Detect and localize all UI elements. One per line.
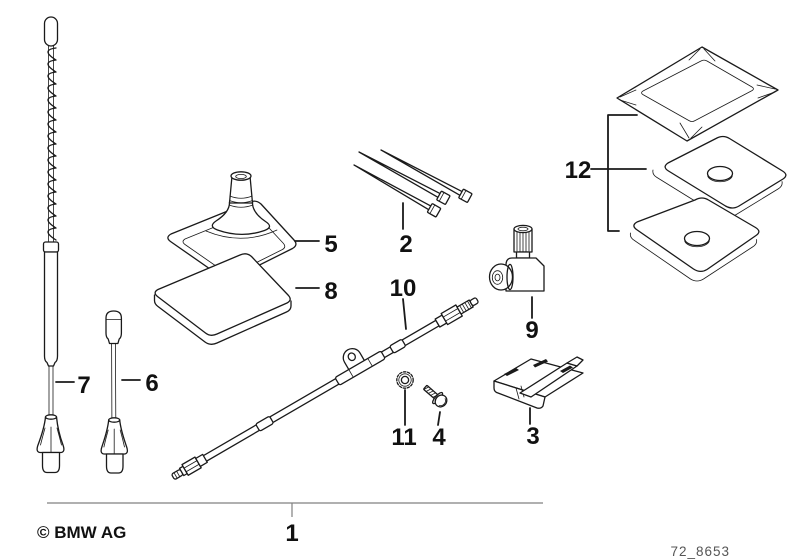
screw-head-line (438, 398, 446, 406)
cone-flutes (103, 428, 125, 455)
callout-9[interactable]: 9 (525, 317, 538, 344)
connector-neck (515, 251, 531, 259)
nut-top-inner (517, 226, 529, 232)
callout-2[interactable]: 2 (399, 231, 412, 258)
connector-body (505, 257, 545, 292)
tie-head (436, 190, 451, 205)
copyright-text: © BMW AG (37, 523, 126, 542)
barrel-band (506, 263, 514, 291)
lock-washer (396, 371, 414, 389)
mast-base-cylinder (41, 451, 61, 474)
connector-tip (469, 297, 479, 306)
callout-11[interactable]: 11 (391, 424, 416, 451)
tie-strap (380, 149, 465, 197)
cable-collar (195, 453, 208, 468)
cable-tie (353, 164, 442, 218)
socket-pin (494, 273, 501, 282)
callout-6[interactable]: 6 (145, 370, 158, 397)
pad-thickness (153, 294, 292, 345)
pad-hole (706, 165, 734, 182)
washer-rim (398, 373, 412, 387)
callout-8[interactable]: 8 (324, 278, 337, 305)
hex-facets (183, 460, 200, 473)
base-pad (153, 253, 292, 345)
adhesive-pad-set (616, 46, 787, 282)
stub-top (230, 171, 252, 181)
pad-top-face (154, 253, 291, 336)
leader-4 (437, 411, 441, 426)
cone-flutes (40, 426, 62, 453)
pad-hole (683, 230, 711, 247)
socket-barrel (488, 263, 514, 291)
cable-tie (358, 151, 451, 205)
pad-hole-rim (684, 240, 710, 248)
clip-slot (504, 368, 519, 376)
callout-12[interactable]: 12 (565, 157, 592, 184)
antenna-cable (171, 297, 479, 480)
ground-tab-hole (347, 352, 357, 362)
callout-5[interactable]: 5 (324, 231, 337, 258)
callout-4[interactable]: 4 (432, 424, 446, 451)
socket-opening (491, 270, 504, 285)
short-rod-antenna (100, 310, 129, 474)
bracket-12 (590, 114, 647, 232)
antenna-knob (105, 310, 123, 345)
antenna-mast (36, 16, 65, 474)
stub-bore (235, 173, 247, 179)
callout-7[interactable]: 7 (77, 372, 90, 399)
retaining-clip (493, 356, 584, 409)
cable-tie (380, 149, 473, 203)
hex-facets (442, 308, 461, 322)
callout-10[interactable]: 10 (390, 275, 417, 302)
wrapper-creases (619, 48, 776, 139)
cable-band (255, 416, 274, 432)
kit-bracket-line (47, 502, 543, 517)
tie-head-line (460, 190, 467, 200)
mast-coil (47, 47, 57, 241)
screw (423, 385, 448, 408)
callout-1[interactable]: 1 (285, 520, 298, 547)
gasket-contour (205, 229, 278, 239)
cable-sleeve (335, 350, 386, 386)
drawing-number: 72_8653 (670, 544, 730, 559)
nut-top (513, 224, 533, 234)
knurl-lines (516, 229, 530, 253)
mast-base-cone (36, 416, 65, 454)
mast-lower-tube (43, 251, 59, 367)
mast-collar (42, 241, 60, 253)
pad-thickness (629, 232, 758, 282)
cable-band (389, 339, 406, 354)
wrapper-sheet (616, 46, 779, 142)
pad-hole-rim (707, 175, 733, 183)
antenna-base-cylinder (105, 453, 124, 474)
cable-ties (353, 149, 473, 218)
cone-top (108, 417, 121, 423)
wrapper-fold-panel (641, 59, 754, 122)
thread-lines (459, 300, 472, 313)
tie-head-line (429, 204, 436, 215)
tie-head (458, 188, 473, 203)
washer-hole (400, 375, 410, 385)
mast-cap (43, 16, 59, 47)
tie-head (426, 203, 442, 218)
clip-slot (533, 359, 548, 368)
tie-head-line (438, 192, 445, 202)
stub-rings (228, 195, 254, 208)
angle-connector (488, 224, 545, 292)
clip-strap-end (566, 356, 584, 367)
tip-threads (173, 470, 181, 479)
clip-front-fold (493, 380, 546, 409)
clip-slot (560, 365, 573, 373)
stub-flare (211, 201, 271, 236)
sleeve-lines (348, 358, 373, 378)
callout-3[interactable]: 3 (526, 423, 539, 450)
cone-top (44, 414, 58, 420)
leader-10 (402, 298, 407, 330)
